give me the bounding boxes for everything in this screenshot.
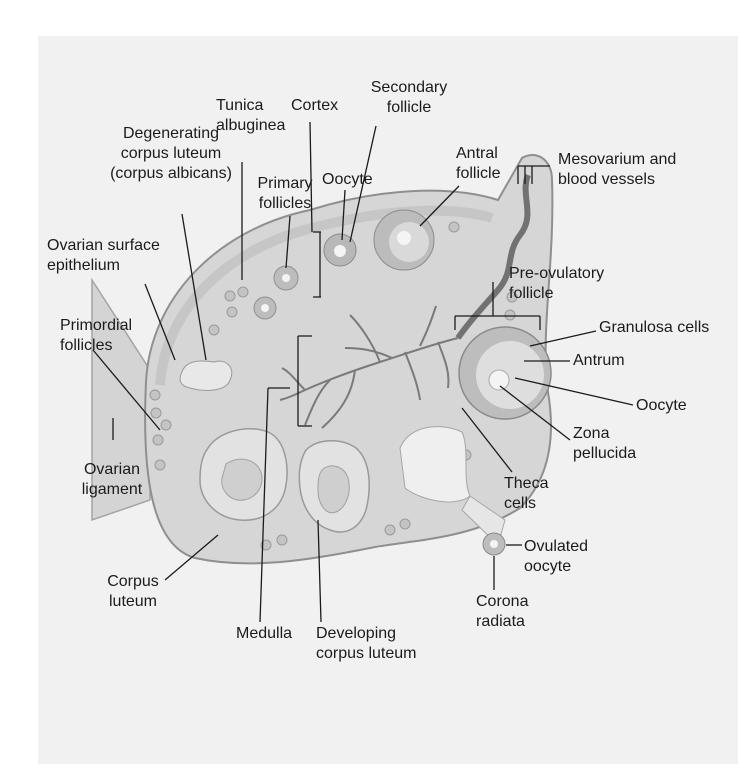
pre-ovulatory-follicle [459,327,551,419]
label-oocyte-top: Oocyte [322,170,373,190]
label-cortex: Cortex [291,96,338,116]
label-medulla: Medulla [236,624,292,644]
ovulation-rupture [400,427,470,502]
ovulated-oocyte [483,533,505,555]
antral-follicle [374,210,434,270]
degenerating-corpus-luteum-shape [180,361,232,390]
corpus-luteum-center [222,459,262,500]
label-granulosa-cells: Granulosa cells [599,318,709,338]
label-antrum: Antrum [573,351,625,371]
label-oocyte-right: Oocyte [636,396,687,416]
